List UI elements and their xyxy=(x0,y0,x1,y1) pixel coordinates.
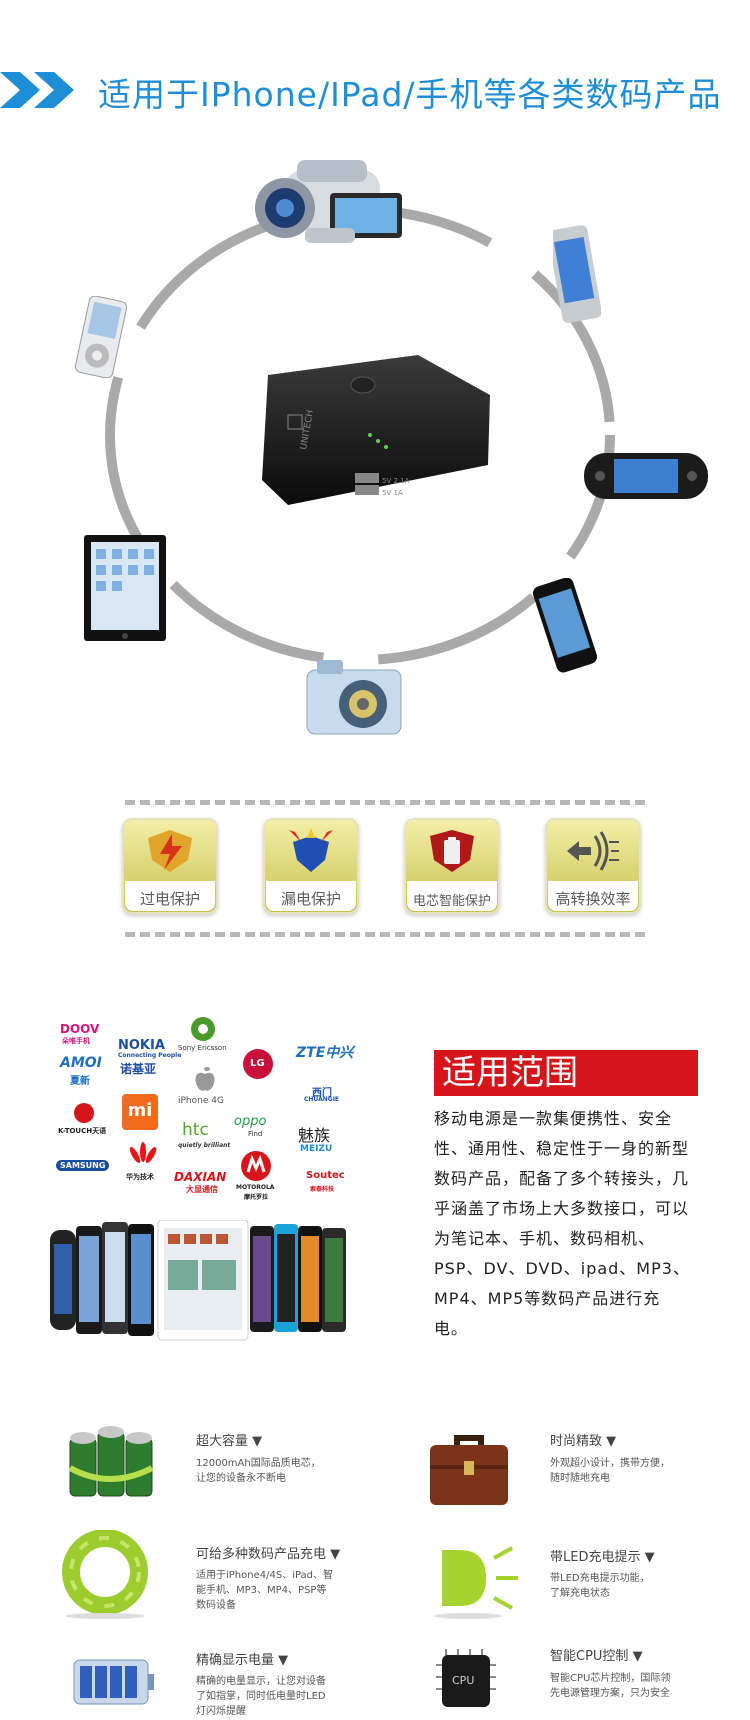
mp3-player-icon xyxy=(74,296,128,378)
cpu-chip-label: CPU xyxy=(452,1674,475,1687)
brand-oppo-sub: Find xyxy=(248,1130,263,1138)
feature-leakage: 漏电保护 xyxy=(263,818,359,914)
brand-motorola: MOTOROLA xyxy=(236,1184,275,1191)
divider-bottom xyxy=(125,932,645,937)
brand-soutec: Soutec xyxy=(306,1170,345,1181)
ipad-icon xyxy=(84,535,166,641)
page-title: 适用于IPhone/IPad/手机等各类数码产品 xyxy=(98,75,722,114)
feature-label: 高转换效率 xyxy=(555,890,631,908)
huawei-logo-icon xyxy=(129,1142,157,1163)
led-indicator-icon xyxy=(434,1546,518,1619)
devices-lineup-image xyxy=(50,1220,346,1341)
briefcase-icon xyxy=(430,1435,508,1505)
scope-title: 适用范围 xyxy=(434,1050,698,1096)
brand-zte: ZTE中兴 xyxy=(296,1045,354,1061)
efficiency-arrows-icon xyxy=(567,831,619,871)
feature-desc-led: 带LED充电提示功能， 了解充电状态 xyxy=(550,1573,650,1599)
brand-nokia-cn: 诺基亚 xyxy=(120,1062,157,1076)
multi-device-charge-icon xyxy=(62,1530,148,1619)
brand-doov-sub: 朵唯手机 xyxy=(62,1037,90,1045)
brand-xindian-sub: CHUANGIE xyxy=(304,1096,340,1103)
feature-desc-cpu: 智能CPU芯片控制，国际领 先电源管理方案，只为安全 xyxy=(550,1673,671,1699)
feature-title-capacity: 超大容量 ▼ xyxy=(196,1434,263,1449)
feature-desc-stylish: 外观超小设计，携带方便， 随时随地充电 xyxy=(550,1458,670,1484)
motorola-logo-icon xyxy=(241,1151,271,1181)
feature-efficiency: 高转换效率 xyxy=(545,818,641,914)
apple-logo-icon xyxy=(195,1067,215,1091)
feature-title-multi: 可给多种数码产品充电 ▼ xyxy=(196,1547,341,1562)
battery-level-icon xyxy=(73,1659,154,1705)
brand-apple: iPhone 4G xyxy=(178,1096,224,1106)
brand-meizu-sub: MEIZU xyxy=(300,1144,333,1154)
battery-shield-icon xyxy=(430,830,474,872)
brand-meizu: 魅族 xyxy=(298,1126,331,1145)
brand-htc: htc xyxy=(182,1120,209,1140)
brand-xindian: 西门 xyxy=(312,1088,332,1099)
digital-camera-icon xyxy=(306,660,402,735)
sony-ericsson-logo-icon xyxy=(191,1017,215,1041)
brand-daxian-sub: 大显通信 xyxy=(186,1185,218,1194)
cpu-chip-icon xyxy=(436,1649,496,1707)
brand-htc-sub: quietly brilliant xyxy=(178,1142,231,1149)
divider-top xyxy=(125,800,645,805)
feature-title-led: 带LED充电提示 ▼ xyxy=(550,1550,655,1565)
feature-battery-protect: 电芯智能保护 xyxy=(404,818,500,914)
brand-mi: mi xyxy=(122,1094,158,1130)
brand-lg: LG xyxy=(250,1058,265,1069)
feature-desc-level: 精确的电量显示，让您对设备 了如指掌，同时低电量时LED 灯闪烁提醒 xyxy=(196,1676,326,1717)
psp-icon xyxy=(584,453,708,499)
brand-doov: DOOV xyxy=(60,1022,100,1036)
brand-sony: Sony Ericsson xyxy=(178,1044,227,1052)
brand-oppo: oppo xyxy=(234,1114,267,1129)
feature-title-cpu: 智能CPU控制 ▼ xyxy=(550,1649,643,1664)
feature-label: 电芯智能保护 xyxy=(412,894,491,909)
brand-nokia: NOKIA xyxy=(118,1038,165,1053)
ktouch-logo-icon xyxy=(74,1103,94,1123)
brand-samsung: SAMSUNG xyxy=(56,1160,110,1171)
brand-nokia-sub: Connecting People xyxy=(118,1052,182,1059)
feature-desc-multi: 适用于iPhone4/4S、iPad、智 能手机、MP3、MP4、PSP等 数码… xyxy=(196,1570,334,1611)
lightning-shield-icon xyxy=(148,830,192,872)
brand-soutec-sub: 索泰科技 xyxy=(310,1186,335,1193)
brand-ktouch: K-TOUCH天语 xyxy=(58,1127,107,1135)
feature-title-level: 精确显示电量 ▼ xyxy=(196,1653,289,1668)
double-chevron-icon xyxy=(0,72,74,108)
feature-title-stylish: 时尚精致 ▼ xyxy=(550,1434,617,1449)
spark-shield-icon xyxy=(289,828,333,872)
brand-huawei: 华为技术 xyxy=(126,1173,154,1181)
brand-logo-grid: DOOV 朵唯手机 AMOI 夏新 K-TOUCH天语 SAMSUNG NOKI… xyxy=(50,1010,354,1210)
smartphone-icon xyxy=(553,225,601,323)
power-bank-image: UNITECH 5V 2.1A 5V 1A xyxy=(262,355,490,505)
port-label-1: 5V 2.1A xyxy=(382,477,410,485)
brand-amoi-sub: 夏新 xyxy=(70,1076,90,1087)
lg-logo-icon xyxy=(243,1049,273,1079)
feature-desc-capacity: 12000mAh国际品质电芯， 让您的设备永不断电 xyxy=(196,1458,321,1484)
brand-daxian: DAXIAN xyxy=(174,1170,227,1184)
feature-overcurrent: 过电保护 xyxy=(122,818,218,914)
iphone-icon xyxy=(532,578,598,673)
brand-motorola-sub: 摩托罗拉 xyxy=(244,1194,269,1201)
scope-description: 移动电源是一款集便携性、安全性、通用性、稳定性于一身的新型数码产品，配备了多个转… xyxy=(434,1109,690,1338)
brand-amoi: AMOI xyxy=(60,1055,102,1071)
port-label-2: 5V 1A xyxy=(382,489,403,497)
feature-label: 漏电保护 xyxy=(280,890,341,908)
battery-cells-icon xyxy=(68,1426,154,1497)
feature-label: 过电保护 xyxy=(139,890,200,908)
camcorder-icon xyxy=(255,160,402,243)
